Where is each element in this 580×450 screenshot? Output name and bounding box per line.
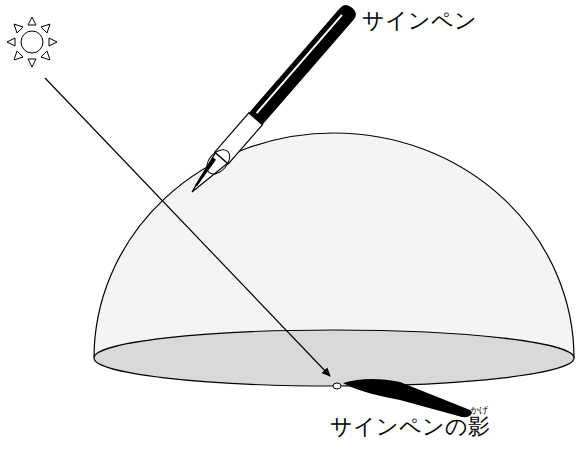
dome-base <box>94 330 574 386</box>
shadow-label: サインペンの影 <box>330 414 490 440</box>
pen-label: サインペン <box>362 8 477 34</box>
pen-shadow <box>343 379 472 417</box>
light-ray <box>45 78 330 376</box>
tip-shadow-point <box>333 383 341 389</box>
furigana: かげ <box>470 406 488 415</box>
dome <box>94 133 574 358</box>
sun <box>7 17 57 67</box>
pen <box>185 2 359 198</box>
